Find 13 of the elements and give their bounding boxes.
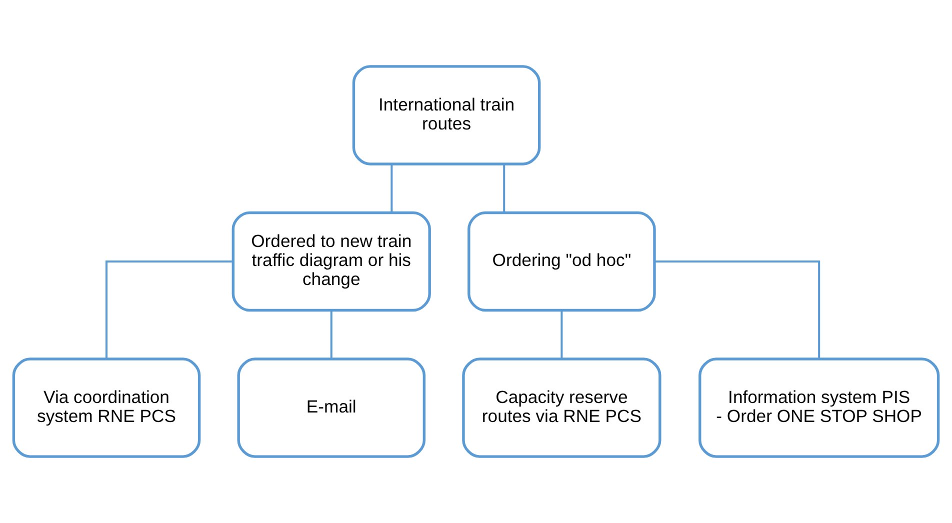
node-box: International train routes [352, 65, 541, 166]
node-box: E-mail [237, 358, 426, 458]
node-box: Via coordination system RNE PCS [12, 358, 201, 458]
connector [105, 260, 233, 359]
node-box: Capacity reserve routes via RNE PCS [462, 358, 662, 458]
connector [330, 310, 332, 359]
node-box: Ordering "od hoc" [468, 211, 656, 312]
connector [503, 164, 506, 212]
node-box: Ordered to new train traffic diagram or his change [232, 211, 431, 312]
connector [560, 310, 563, 359]
node-box: Information system PIS - Order ONE STOP SHOP [698, 358, 940, 458]
connector [654, 260, 820, 359]
connector [390, 164, 393, 212]
